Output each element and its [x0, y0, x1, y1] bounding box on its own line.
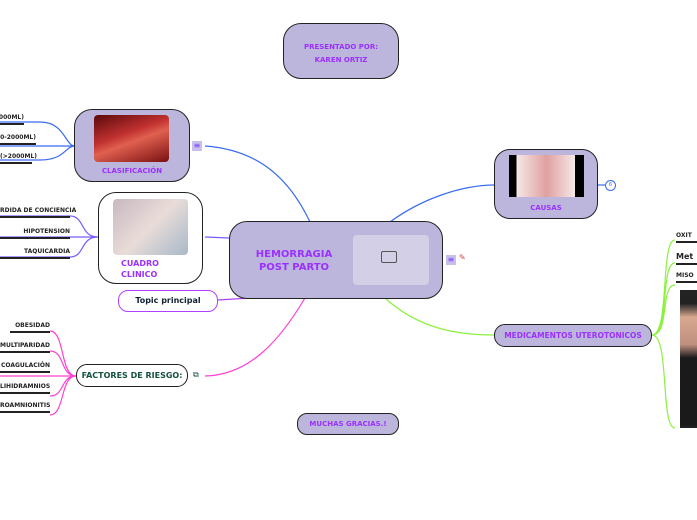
cuadro-item[interactable]: HIPOTENSION: [0, 228, 70, 239]
blood-vessel-image: [94, 115, 169, 162]
presenter-name: KAREN ORTIZ: [314, 56, 368, 64]
pencil-icon[interactable]: ✎: [459, 253, 466, 262]
factores-item[interactable]: LIHIDRAMNIOS: [0, 383, 50, 394]
cuadro-item[interactable]: RDIDA DE CONCIENCIA: [0, 207, 76, 218]
topic-principal-node[interactable]: Topic principal: [118, 290, 218, 312]
medicamentos-item[interactable]: Met: [676, 252, 697, 265]
cuadro-label: CUADRO CLINICO: [121, 259, 159, 279]
clasificacion-item[interactable]: 0-2000ML): [0, 134, 36, 145]
central-topic[interactable]: HEMORRAGIA POST PARTO: [229, 221, 443, 299]
image-placeholder[interactable]: [353, 235, 429, 285]
collapsed-count-badge[interactable]: 6: [605, 180, 616, 191]
clasificacion-node[interactable]: CLASIFICACIÓN: [74, 109, 190, 182]
medicamentos-node[interactable]: MEDICAMENTOS UTEROTONICOS: [494, 324, 652, 347]
causas-node[interactable]: CAUSAS: [494, 149, 598, 219]
central-title: HEMORRAGIA POST PARTO: [255, 249, 333, 273]
factores-item[interactable]: MULTIPARIDAD: [0, 342, 50, 353]
notes-icon[interactable]: ≡: [192, 141, 202, 151]
presenter-node[interactable]: PRESENTADO POR: KAREN ORTIZ: [283, 23, 399, 79]
factores-item[interactable]: OBESIDAD: [10, 322, 50, 333]
causas-label: CAUSAS: [530, 204, 562, 212]
patient-illustration: [113, 199, 188, 255]
notes-icon[interactable]: ≡: [446, 255, 456, 265]
cuadro-item[interactable]: TAQUICARDIA: [0, 248, 70, 259]
factores-item[interactable]: COAGULACIÓN: [0, 362, 50, 373]
clasificacion-item[interactable]: 1000ML): [0, 114, 24, 125]
clasificacion-item[interactable]: (>2000ML): [0, 153, 37, 164]
factores-item[interactable]: ROAMNIONITIS: [0, 402, 50, 413]
causas-image: [509, 155, 584, 197]
medicamentos-item[interactable]: OXIT: [676, 232, 697, 243]
camera-icon: [381, 251, 397, 263]
medicamentos-item[interactable]: MISO: [676, 272, 697, 283]
clasificacion-label: CLASIFICACIÓN: [101, 167, 163, 175]
factores-node[interactable]: FACTORES DE RIESGO:: [76, 364, 188, 387]
gracias-node[interactable]: MUCHAS GRACIAS.!: [297, 413, 399, 435]
cuadro-clinico-node[interactable]: CUADRO CLINICO: [98, 192, 203, 284]
presenter-label: PRESENTADO POR:: [303, 43, 379, 51]
external-link-icon[interactable]: ⧉: [193, 370, 199, 379]
person-photo: [680, 290, 697, 428]
